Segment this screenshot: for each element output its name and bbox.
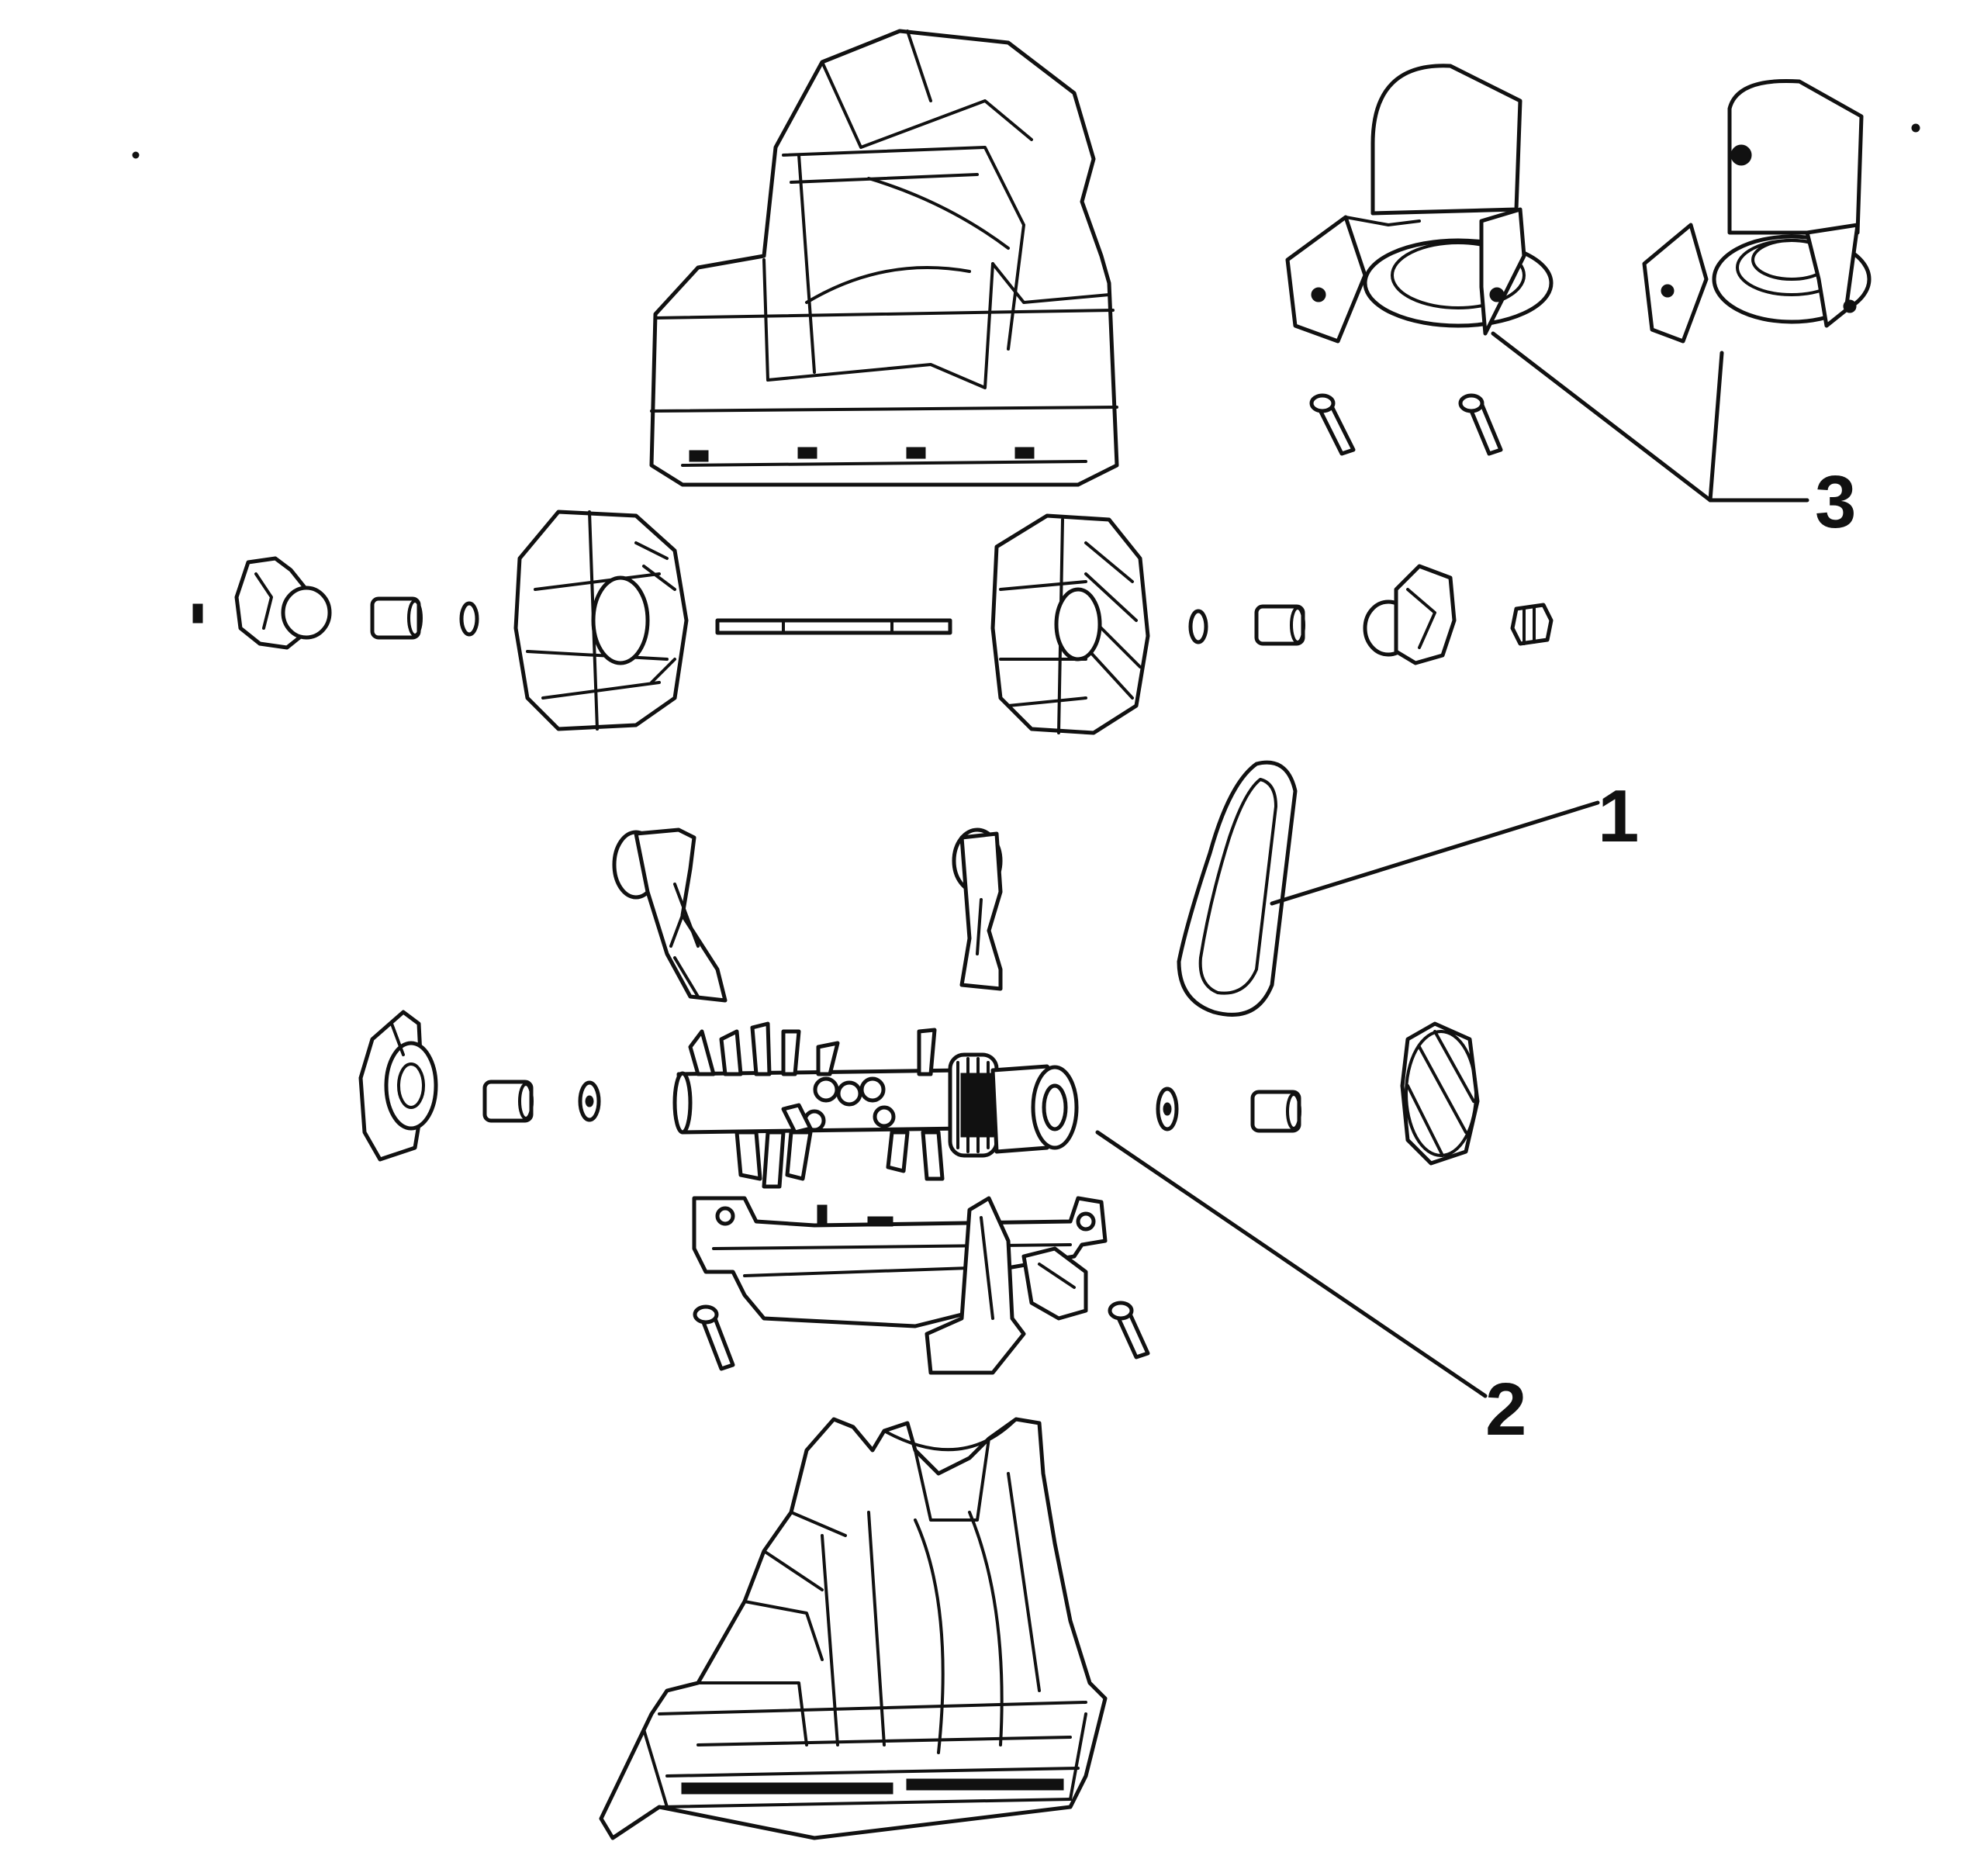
hood-cover <box>649 29 1119 487</box>
drive-belt <box>1177 760 1298 1017</box>
leader-line-3a <box>1491 331 1809 503</box>
plate-screws <box>693 1301 1150 1371</box>
right-bearing-bracket <box>952 827 1003 991</box>
wheel-axle-assembly <box>192 510 1554 735</box>
brushroll-row <box>358 1010 1480 1189</box>
callout-2: 2 <box>1485 1368 1526 1451</box>
leader-line-1 <box>1270 800 1600 906</box>
leader-line-3b <box>1708 351 1724 503</box>
base-housing <box>599 1417 1108 1840</box>
leader-line-2 <box>1095 1130 1488 1398</box>
brush-support-plate <box>692 1196 1108 1375</box>
leader-lines <box>1095 331 1809 1398</box>
left-bearing-bracket <box>612 827 728 1003</box>
callout-1: 1 <box>1598 775 1639 858</box>
hose-connector-left <box>1285 64 1554 344</box>
connector-screws <box>1309 393 1503 456</box>
hose-connector-right <box>1642 78 1872 344</box>
callout-3: 3 <box>1815 461 1856 544</box>
